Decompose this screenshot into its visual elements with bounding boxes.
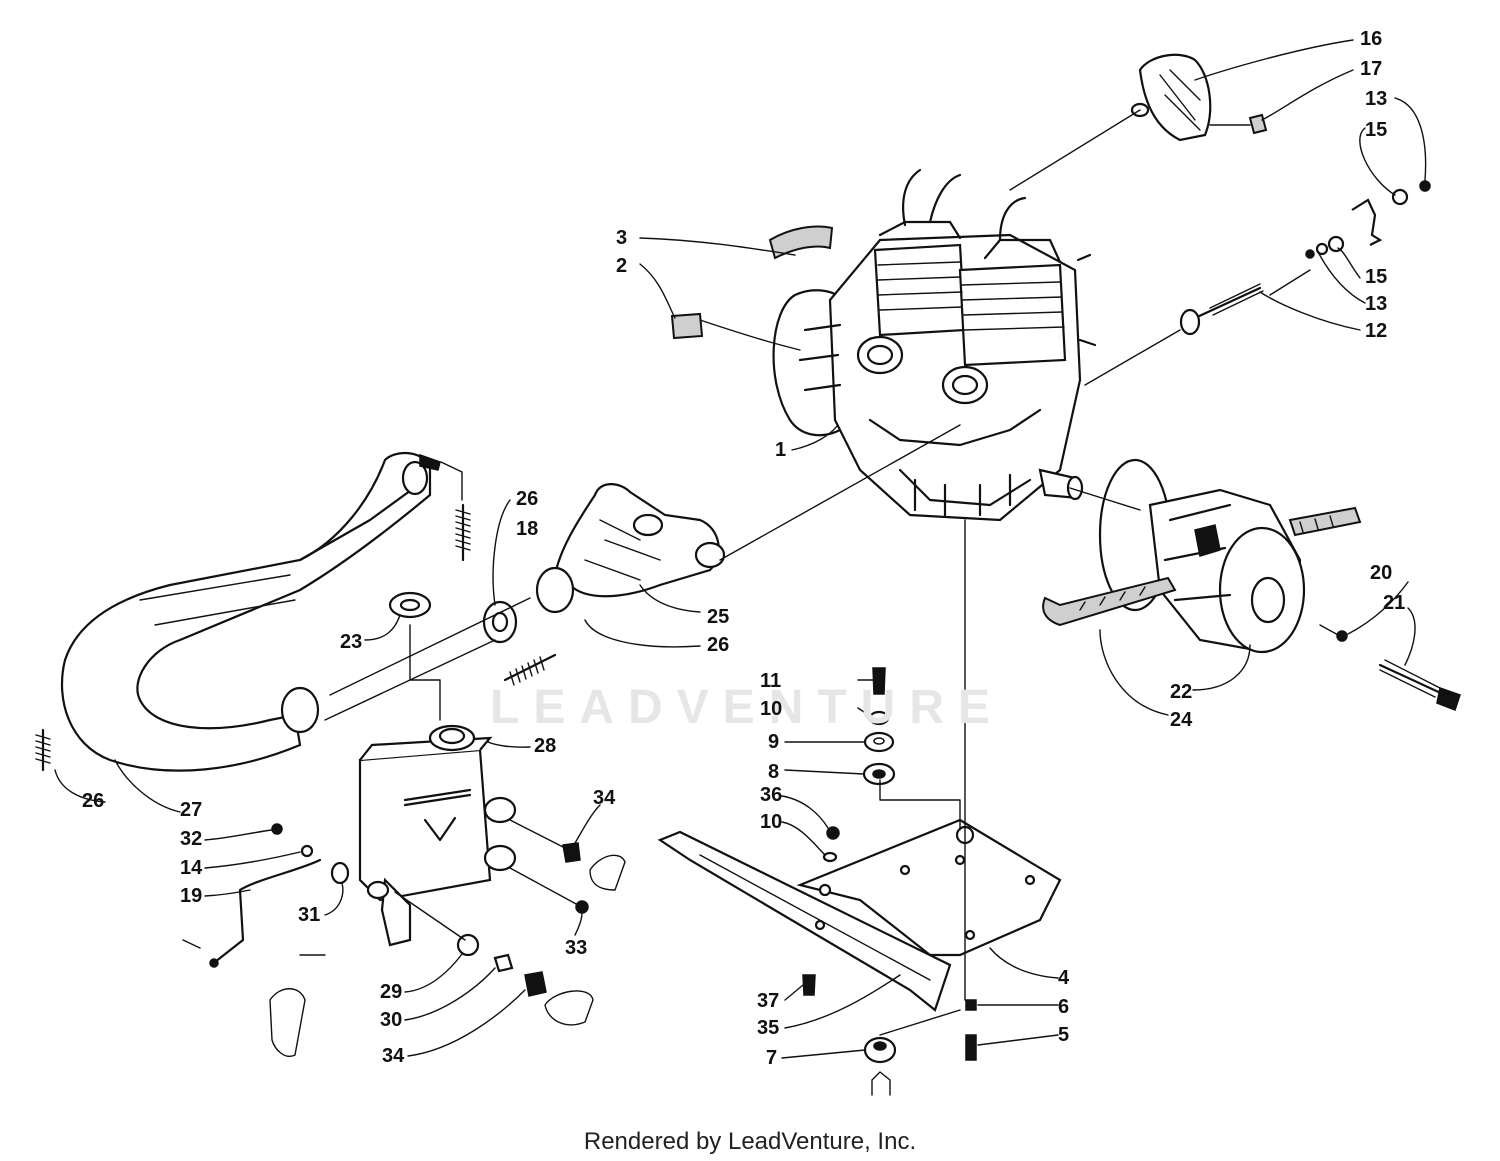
callout-4: 4 bbox=[1058, 967, 1070, 989]
ground-wire-19 bbox=[213, 858, 322, 964]
callout-1: 1 bbox=[775, 439, 787, 461]
nut-13-low bbox=[1305, 249, 1315, 259]
callout-7: 7 bbox=[766, 1047, 778, 1069]
callout-34-low: 34 bbox=[382, 1045, 405, 1067]
washer-6 bbox=[965, 999, 977, 1011]
callout-27: 27 bbox=[180, 799, 203, 821]
engine-assembly bbox=[772, 168, 1097, 522]
callout-2: 2 bbox=[616, 255, 628, 277]
panel-bracket-top bbox=[589, 854, 626, 891]
callout-22: 22 bbox=[1170, 681, 1193, 703]
callout-24: 24 bbox=[1170, 709, 1193, 731]
callout-23: 23 bbox=[340, 631, 363, 653]
bolt-21 bbox=[1378, 659, 1461, 711]
clutch-22 bbox=[1098, 458, 1306, 654]
callout-31: 31 bbox=[298, 904, 321, 926]
callout-15-low: 15 bbox=[1365, 266, 1388, 288]
screw-37 bbox=[802, 974, 816, 996]
bolt-5 bbox=[965, 1034, 977, 1061]
grommet-31 bbox=[330, 861, 350, 885]
callout-21: 21 bbox=[1383, 592, 1406, 614]
callout-9: 9 bbox=[768, 731, 780, 753]
callout-14: 14 bbox=[180, 857, 203, 879]
spring-26-top bbox=[455, 503, 471, 562]
callout-10-top: 10 bbox=[760, 698, 783, 720]
callout-15-top: 15 bbox=[1365, 119, 1388, 141]
belt-guard-16 bbox=[1130, 53, 1212, 142]
spacer-30 bbox=[493, 953, 514, 973]
footer-credit: Rendered by LeadVenture, Inc. bbox=[583, 1128, 917, 1155]
washer-10-top bbox=[868, 710, 890, 726]
bolt-12 bbox=[1179, 283, 1264, 336]
callout-10-low: 10 bbox=[760, 811, 783, 833]
decal-2 bbox=[670, 312, 704, 340]
nut-13-top bbox=[1419, 180, 1431, 192]
callout-11: 11 bbox=[760, 670, 782, 692]
nut-36 bbox=[826, 826, 840, 840]
callout-37: 37 bbox=[757, 990, 780, 1012]
callout-30: 30 bbox=[380, 1009, 403, 1031]
callout-8: 8 bbox=[768, 761, 780, 783]
exhaust-pipe-27 bbox=[60, 452, 441, 772]
exhaust-manifold-25 bbox=[553, 483, 726, 598]
washer-14 bbox=[300, 844, 314, 858]
exhaust-seal bbox=[535, 566, 575, 614]
callout-33: 33 bbox=[565, 937, 588, 959]
callout-12: 12 bbox=[1365, 320, 1388, 342]
callout-3: 3 bbox=[616, 227, 628, 249]
callout-28: 28 bbox=[534, 735, 557, 757]
watermark: LEADVENTURE bbox=[490, 681, 1005, 734]
clip-17 bbox=[1248, 113, 1268, 135]
callout-5: 5 bbox=[1058, 1024, 1070, 1046]
callout-6: 6 bbox=[1058, 996, 1070, 1018]
washer-15-low bbox=[1327, 235, 1345, 253]
callout-13-top: 13 bbox=[1365, 88, 1388, 110]
callout-18: 18 bbox=[516, 518, 539, 540]
bolt-11 bbox=[872, 667, 886, 695]
washer-15-top bbox=[1391, 188, 1409, 206]
callout-20: 20 bbox=[1370, 562, 1393, 584]
hood-panel bbox=[269, 988, 306, 1057]
callout-13-low: 13 bbox=[1365, 293, 1388, 315]
clip-34-low bbox=[524, 971, 547, 997]
callout-26-mid: 26 bbox=[707, 634, 730, 656]
spring-26-mid bbox=[503, 653, 557, 686]
grommet-29 bbox=[456, 933, 480, 957]
callout-16: 16 bbox=[1360, 28, 1383, 50]
callout-32: 32 bbox=[180, 828, 203, 850]
callout-25: 25 bbox=[707, 606, 730, 628]
callout-35: 35 bbox=[757, 1017, 780, 1039]
mount-7 bbox=[863, 1036, 897, 1096]
bracket-35 bbox=[657, 830, 952, 1012]
panel-bracket-low bbox=[544, 990, 594, 1026]
callout-26-low: 26 bbox=[82, 790, 105, 812]
muffler-28 bbox=[358, 724, 517, 947]
drive-belt-24 bbox=[1042, 506, 1362, 627]
bracket-15 bbox=[1351, 198, 1383, 246]
callout-29: 29 bbox=[380, 981, 403, 1003]
leader-lines bbox=[54, 39, 1427, 1059]
callout-36: 36 bbox=[760, 784, 783, 806]
spring-26-low bbox=[35, 728, 51, 772]
callout-19: 19 bbox=[180, 885, 203, 907]
callout-34-top: 34 bbox=[593, 787, 616, 809]
nut-33 bbox=[575, 900, 589, 914]
washer-20 bbox=[1336, 630, 1348, 642]
callout-17: 17 bbox=[1360, 58, 1383, 80]
decal-3 bbox=[768, 225, 834, 260]
callout-26-top: 26 bbox=[516, 488, 539, 510]
clip-34-top bbox=[562, 842, 581, 863]
washer-10-low bbox=[822, 851, 838, 863]
washer-13-low bbox=[1315, 242, 1329, 256]
screw-32 bbox=[271, 823, 283, 835]
